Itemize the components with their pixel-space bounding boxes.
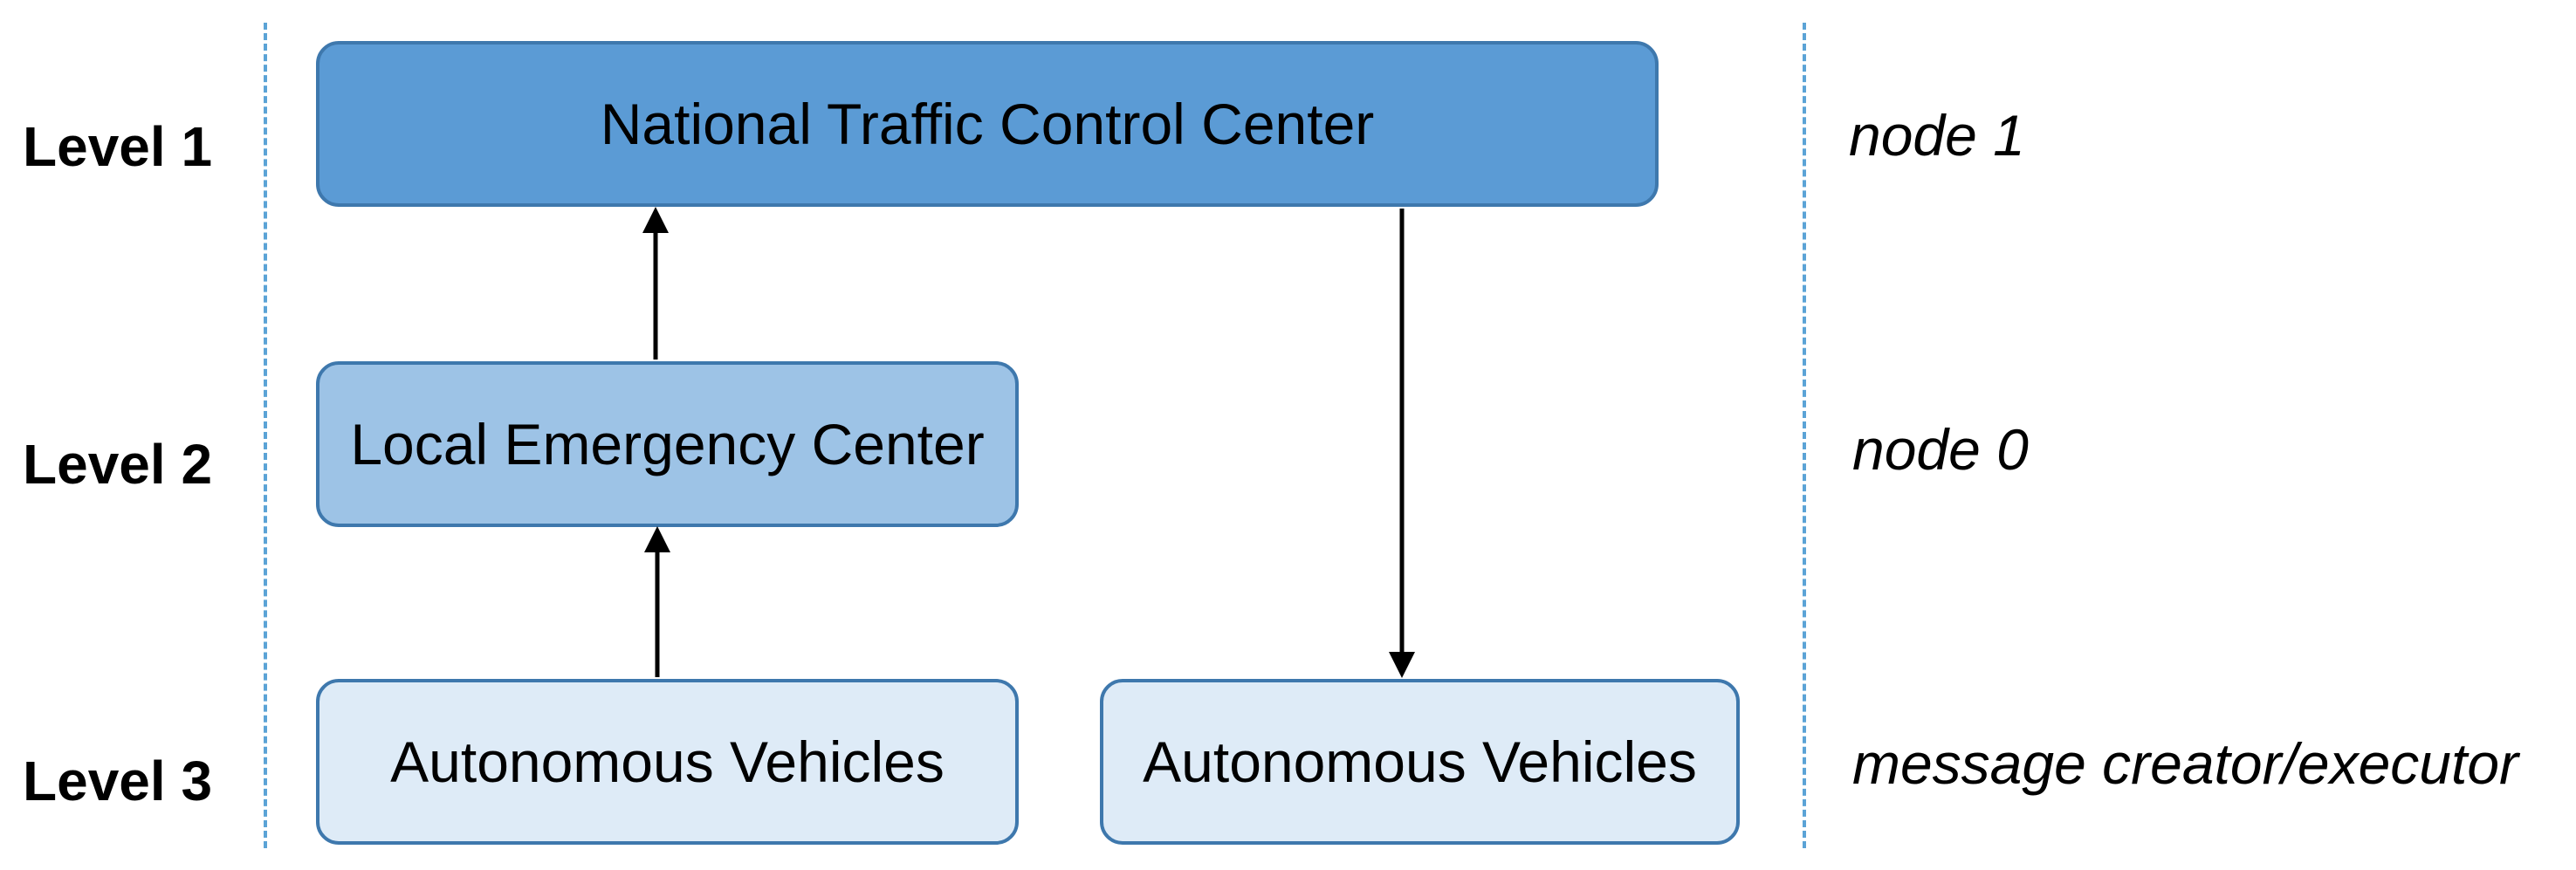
autonomous-vehicles-right-label: Autonomous Vehicles	[1143, 730, 1697, 794]
autonomous-vehicles-left-label: Autonomous Vehicles	[390, 730, 945, 794]
local-emergency-center-label: Local Emergency Center	[350, 412, 985, 476]
autonomous-vehicles-right-node: Autonomous Vehicles	[1100, 679, 1740, 845]
node-1-role: node 1	[1849, 103, 2025, 168]
left-divider	[264, 23, 267, 848]
message-creator-executor-role: message creator/executor	[1852, 731, 2519, 796]
right-divider	[1803, 23, 1806, 848]
national-traffic-control-center-label: National Traffic Control Center	[600, 92, 1375, 156]
local-emergency-center-node: Local Emergency Center	[316, 361, 1019, 527]
autonomous-vehicles-left-node: Autonomous Vehicles	[316, 679, 1019, 845]
national-traffic-control-center-node: National Traffic Control Center	[316, 41, 1659, 207]
level-2-label: Level 2	[23, 433, 213, 496]
level-3-label: Level 3	[23, 750, 213, 812]
level-1-label: Level 1	[23, 115, 213, 178]
node-0-role: node 0	[1852, 417, 2029, 482]
